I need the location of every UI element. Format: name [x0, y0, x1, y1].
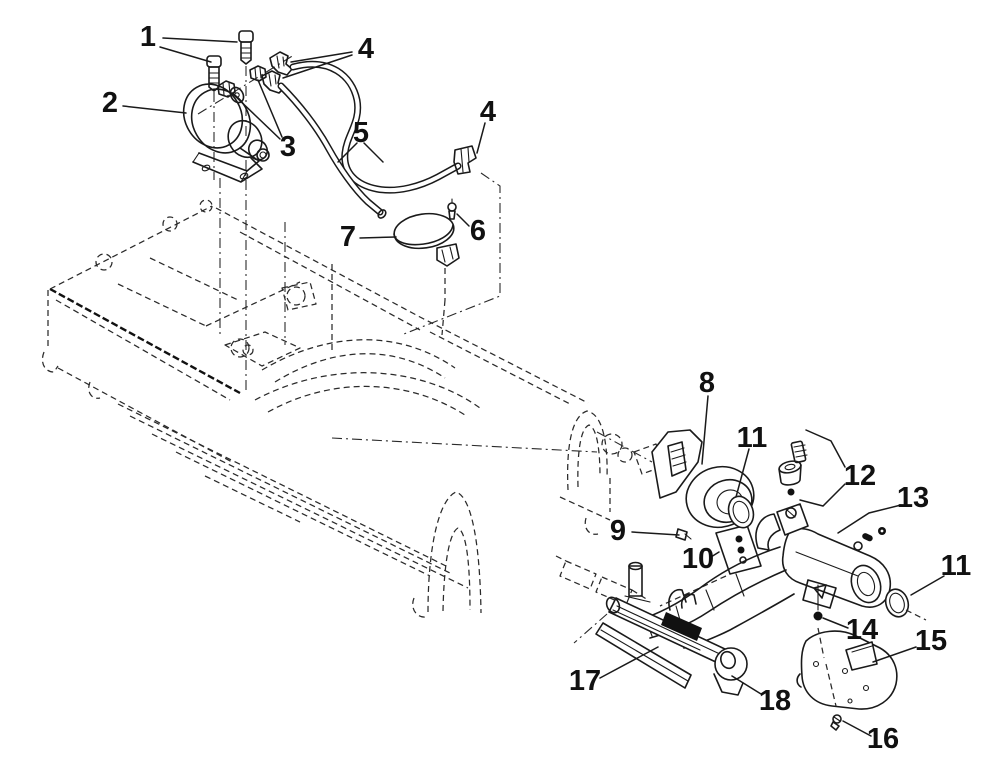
part-12-spring-bushing: [778, 440, 808, 496]
callout-label: 4: [358, 33, 374, 65]
callout-label: 11: [737, 422, 768, 454]
callout-label: 16: [867, 723, 899, 755]
part-18-carriage-boss: [713, 647, 748, 696]
callout-label: 18: [759, 685, 791, 717]
callout-label: 12: [844, 460, 876, 492]
base-housing-ghost: [41, 172, 727, 644]
callout-label: 9: [610, 515, 626, 547]
part-16-screw: [830, 714, 842, 731]
callout-label: 2: [102, 87, 118, 119]
part-7-cover-cap: [393, 212, 460, 336]
part-3-fittings: [217, 65, 267, 98]
part-13-detent-parts: [853, 527, 886, 551]
callout-label: 13: [897, 482, 929, 514]
leader-lines: [122, 37, 945, 737]
callout-label: 6: [470, 215, 486, 247]
callout-label: 10: [682, 543, 714, 575]
part-6-screw: [447, 198, 457, 220]
callout-label: 7: [340, 221, 356, 253]
callout-label: 8: [699, 367, 715, 399]
carriage-assembly: [605, 503, 892, 696]
callout-label: 15: [915, 625, 947, 657]
part-2-oil-pump: [182, 83, 270, 183]
part-4-elbow-right: [453, 145, 477, 175]
callout-label: 11: [941, 550, 972, 582]
part-10-detent-bracket: [715, 524, 762, 575]
callout-label: 1: [140, 21, 156, 53]
callout-label: 14: [846, 614, 878, 646]
callout-label: 17: [569, 665, 601, 697]
callout-label: 4: [480, 96, 496, 128]
callout-label: 5: [353, 117, 369, 149]
part-15-cover-plate: [796, 627, 898, 710]
part-14-pin: [813, 584, 823, 621]
part-5-hoses: [277, 60, 462, 219]
part-11-seal-rings: [727, 495, 927, 621]
callout-label: 3: [280, 131, 296, 163]
